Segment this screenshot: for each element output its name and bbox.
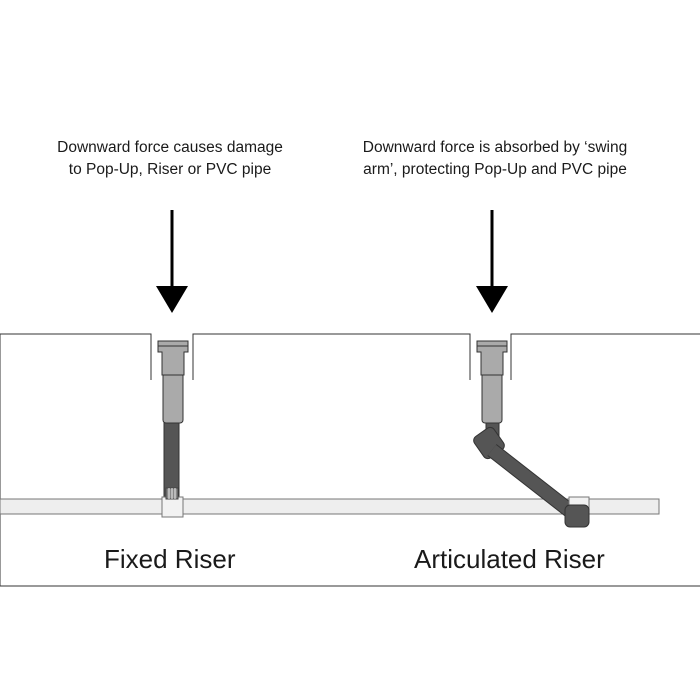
label-fixed-riser: Fixed Riser (104, 544, 236, 574)
down-arrow-fixed (156, 210, 188, 313)
articulated-popup-sprinkler (476, 340, 508, 424)
fixed-popup-sprinkler (157, 340, 189, 424)
caption-articulated-line-2: arm’, protecting Pop-Up and PVC pipe (363, 161, 627, 178)
articulated-riser-assembly (473, 340, 590, 528)
lower-elbow (564, 504, 590, 528)
label-articulated-riser: Articulated Riser (414, 544, 605, 574)
caption-fixed: Downward force causes damage to Pop-Up, … (20, 137, 320, 181)
caption-articulated: Downward force is absorbed by ‘swing arm… (330, 137, 660, 181)
ground-outline (0, 333, 700, 587)
fixed-riser-assembly (157, 340, 189, 518)
down-arrow-articulated (476, 210, 508, 313)
caption-fixed-line-2: to Pop-Up, Riser or PVC pipe (68, 161, 272, 178)
fixed-tee-fitting (161, 496, 184, 518)
caption-articulated-line-1: Downward force is absorbed by ‘swing (362, 139, 628, 156)
caption-fixed-line-1: Downward force causes damage (57, 139, 283, 156)
